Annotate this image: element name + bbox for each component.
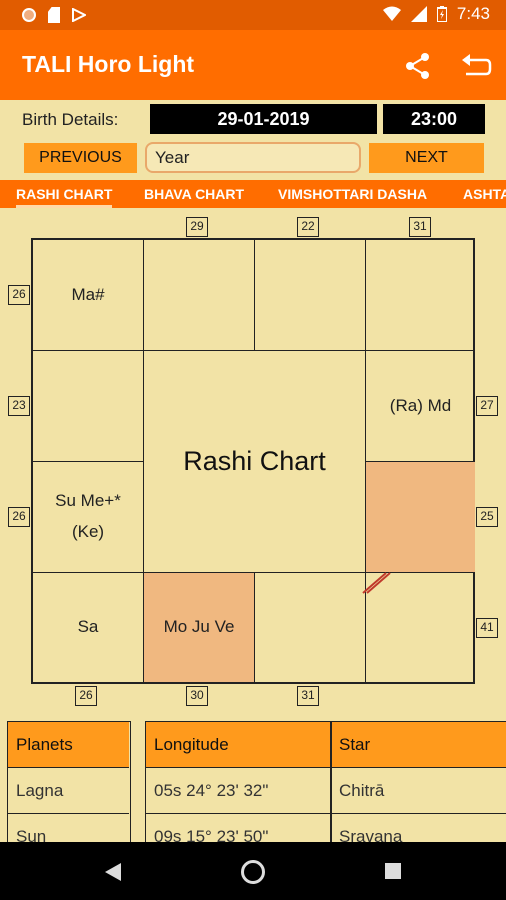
chart-cell[interactable]: (Ra) Md xyxy=(366,351,475,462)
chart-number-left: 26 xyxy=(8,285,30,305)
battery-icon xyxy=(436,6,447,22)
birth-time-field[interactable]: 23:00 xyxy=(383,104,485,134)
app-bar: TALI Horo Light xyxy=(0,30,506,100)
status-bar: 7:43 xyxy=(0,0,506,30)
chart-cell[interactable] xyxy=(255,240,366,351)
rashi-chart-grid: Ma# Rashi Chart (Ra) Md Su Me+* (Ke) Sa … xyxy=(31,238,475,684)
tab-vimshottari-dasha[interactable]: VIMSHOTTARI DASHA xyxy=(278,186,428,202)
chart-number-right: 27 xyxy=(476,396,498,416)
share-icon[interactable] xyxy=(404,52,432,80)
chart-cell[interactable] xyxy=(144,240,255,351)
chart-cell[interactable] xyxy=(366,240,475,351)
table-cell-longitude: 05s 24° 23' 32" xyxy=(146,768,330,814)
chart-number-bottom: 26 xyxy=(75,686,97,706)
next-button[interactable]: NEXT xyxy=(369,143,484,173)
chart-cell[interactable] xyxy=(33,351,144,462)
chart-number-right: 25 xyxy=(476,507,498,527)
undo-icon[interactable] xyxy=(460,52,492,80)
sd-card-icon xyxy=(48,7,60,23)
birth-details-label: Birth Details: xyxy=(22,110,119,129)
chart-number-left: 23 xyxy=(8,396,30,416)
tab-bar: RASHI CHART BHAVA CHART VIMSHOTTARI DASH… xyxy=(0,180,506,208)
chart-center-title: Rashi Chart xyxy=(144,351,366,573)
chart-number-bottom: 31 xyxy=(297,686,319,706)
previous-button[interactable]: PREVIOUS xyxy=(24,143,137,173)
chart-cell[interactable]: Ma# xyxy=(33,240,144,351)
system-nav-bar xyxy=(0,842,506,900)
table-cell-star: Chitrā xyxy=(331,768,506,814)
chart-cell[interactable]: Sa xyxy=(33,573,144,682)
tab-bhava-chart[interactable]: BHAVA CHART xyxy=(144,186,245,202)
recent-apps-icon[interactable] xyxy=(385,863,401,879)
wifi-icon xyxy=(382,6,401,21)
chart-number-bottom: 30 xyxy=(186,686,208,706)
chart-number-top: 29 xyxy=(186,217,208,237)
tab-rashi-chart[interactable]: RASHI CHART xyxy=(16,180,113,208)
play-store-icon xyxy=(72,8,86,22)
longitude-table: Longitude Star 05s 24° 23' 32" Chitrā 09… xyxy=(145,721,506,862)
chart-number-top: 22 xyxy=(297,217,319,237)
year-select[interactable]: Year xyxy=(145,142,361,173)
table-cell-planet: Lagna xyxy=(8,768,129,814)
signal-icon xyxy=(410,6,427,22)
column-divider xyxy=(330,722,332,862)
chart-number-right: 41 xyxy=(476,618,498,638)
longitude-header: Longitude xyxy=(146,722,330,768)
star-header: Star xyxy=(331,722,506,768)
chart-cell-planets: (Ke) xyxy=(71,522,105,541)
app-title: TALI Horo Light xyxy=(22,51,195,77)
planets-header: Planets xyxy=(8,722,129,768)
chart-number-left: 26 xyxy=(8,507,30,527)
notification-dot-icon xyxy=(22,8,36,22)
back-triangle-icon[interactable] xyxy=(104,862,122,882)
home-circle-icon[interactable] xyxy=(241,860,265,884)
chart-cell[interactable]: Su Me+* (Ke) xyxy=(33,462,144,573)
diagonal-marker-icon xyxy=(362,572,391,594)
chart-cell-highlighted[interactable] xyxy=(366,462,475,573)
chart-cell[interactable] xyxy=(255,573,366,682)
tab-ashtakavarga[interactable]: ASHTAKAVARGA xyxy=(463,186,506,202)
birth-date-field[interactable]: 29-01-2019 xyxy=(150,104,377,134)
planets-table: Planets Lagna Sun xyxy=(7,721,131,861)
status-time: 7:43 xyxy=(456,4,490,23)
chart-cell-highlighted[interactable]: Mo Ju Ve xyxy=(144,573,255,682)
chart-cell-planets: Su Me+* xyxy=(55,491,121,511)
chart-number-top: 31 xyxy=(409,217,431,237)
